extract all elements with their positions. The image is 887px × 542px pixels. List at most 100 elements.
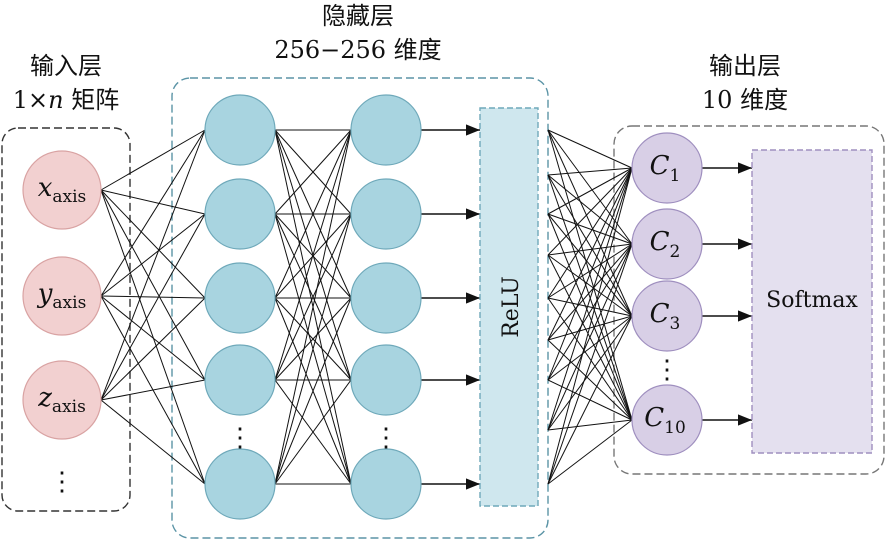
input-node: [22, 360, 102, 440]
output-node-label: C3: [650, 299, 681, 334]
input-node: [22, 256, 102, 336]
output-node-var: C: [650, 151, 670, 181]
edge-relu-output: [547, 315, 633, 485]
edge-relu-output: [547, 213, 633, 421]
output-node-var: C: [644, 403, 664, 433]
input-layer-title: 输入层: [30, 52, 102, 80]
edge-hidden1-hidden2: [274, 213, 352, 485]
softmax-block: [751, 149, 873, 454]
edge-input-hidden1: [100, 297, 206, 401]
output-layer-title: 输出层: [709, 52, 781, 80]
edge-hidden1-hidden2: [274, 129, 352, 215]
edge-relu-output: [547, 167, 633, 381]
edge-hidden1-hidden2: [274, 129, 352, 485]
edge-relu-output: [547, 167, 633, 485]
output-node: [631, 280, 703, 352]
output-node-var: C: [650, 227, 670, 257]
edge-relu-output: [547, 315, 633, 381]
hidden-node: [350, 262, 422, 334]
edge-relu-output: [547, 167, 633, 299]
hidden-node: [350, 178, 422, 250]
edge-relu-output: [547, 167, 633, 431]
edge-hidden1-hidden2: [274, 129, 352, 299]
edge-input-hidden1: [100, 129, 206, 191]
edge-relu-output: [547, 243, 633, 341]
input-node: [22, 150, 102, 230]
hidden-node: [204, 448, 276, 520]
output-node-var: C: [650, 299, 670, 329]
edge-relu-output: [547, 254, 633, 317]
edge-relu-output: [547, 167, 633, 215]
connection-edges: [100, 129, 633, 485]
edge-input-hidden1: [100, 399, 206, 485]
edge-input-hidden1: [100, 189, 206, 485]
edge-relu-output: [547, 167, 633, 256]
input-subtitle-suffix: 矩阵: [64, 86, 120, 114]
input-layer-box: [1, 127, 131, 512]
hidden-ellipsis: ⋮: [373, 423, 399, 453]
input-node-label: yaxis: [37, 279, 87, 313]
input-node-sub: axis: [52, 397, 86, 417]
hidden-node: [350, 344, 422, 416]
edge-input-hidden1: [100, 213, 206, 297]
edge-input-hidden1: [100, 379, 206, 401]
hidden-node: [350, 448, 422, 520]
edge-hidden1-hidden2: [274, 297, 352, 381]
edge-relu-output: [547, 174, 633, 317]
hidden-layer-box: [171, 77, 549, 539]
hidden-node: [350, 94, 422, 166]
output-node-sub: 3: [670, 314, 681, 334]
edge-input-hidden1: [100, 189, 206, 299]
edge-relu-output: [547, 243, 633, 256]
edge-relu-output: [547, 243, 633, 381]
edge-input-hidden1: [100, 295, 206, 299]
edge-relu-output: [547, 167, 633, 176]
output-layer-box: [613, 125, 885, 475]
hidden-layer-title: 隐藏层: [322, 2, 394, 30]
edge-hidden1-hidden2: [274, 297, 352, 485]
edge-input-hidden1: [100, 189, 206, 381]
input-node-var: z: [37, 383, 52, 413]
hidden-node: [204, 178, 276, 250]
output-node-label: C1: [650, 151, 681, 186]
edge-relu-output: [547, 315, 633, 341]
input-node-label: zaxis: [37, 383, 86, 417]
output-layer-subtitle: 10 维度: [702, 86, 788, 114]
hidden-node: [204, 344, 276, 416]
edge-relu-output: [547, 419, 633, 431]
input-node-var: y: [37, 279, 53, 309]
edge-relu-output: [547, 419, 633, 485]
output-node-label: C10: [644, 403, 686, 438]
edge-relu-output: [547, 213, 633, 317]
edge-hidden1-hidden2: [274, 129, 352, 381]
output-node-sub: 2: [670, 242, 681, 262]
hidden-node: [204, 94, 276, 166]
edge-relu-output: [547, 339, 633, 421]
edge-relu-output: [547, 243, 633, 485]
arrow-group: [421, 124, 752, 490]
softmax-label: Softmax: [766, 288, 858, 313]
edge-relu-output: [547, 167, 633, 341]
hidden-layer-subtitle: 256−256 维度: [274, 36, 441, 64]
relu-block: [479, 107, 539, 507]
relu-label: ReLU: [499, 276, 524, 338]
hidden-ellipsis: ⋮: [227, 423, 253, 453]
edge-relu-output: [547, 129, 633, 169]
input-ellipsis: ⋮: [49, 467, 75, 497]
output-node: [631, 132, 703, 204]
edge-relu-output: [547, 243, 633, 431]
input-layer-subtitle: 1×n 矩阵: [13, 86, 120, 114]
edge-relu-output: [547, 174, 633, 245]
edge-input-hidden1: [100, 129, 206, 297]
edge-relu-output: [547, 129, 633, 317]
edge-input-hidden1: [100, 295, 206, 381]
edge-relu-output: [547, 243, 633, 299]
output-node-sub: 1: [670, 166, 681, 186]
edge-relu-output: [547, 297, 633, 317]
output-node-label: C2: [650, 227, 681, 262]
input-node-label: xaxis: [38, 173, 87, 207]
edge-input-hidden1: [100, 213, 206, 401]
edge-hidden1-hidden2: [274, 379, 352, 485]
